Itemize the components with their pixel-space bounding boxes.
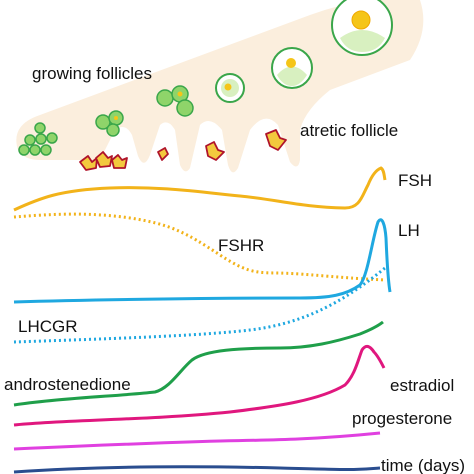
oocyte: [351, 10, 371, 30]
atretic-follicle: [111, 154, 128, 169]
primordial-follicle-cluster: [18, 122, 58, 156]
androstenedione-label: androstenedione: [4, 375, 131, 394]
oocyte: [286, 58, 296, 68]
small-follicle: [46, 132, 58, 144]
fshr-curve: [13, 212, 386, 282]
lhcgr-curve: [13, 266, 386, 344]
progesterone-label: progesterone: [352, 409, 453, 428]
fsh-label: FSH: [398, 171, 432, 190]
atretic-follicle: [95, 151, 113, 168]
lh-curve: [13, 218, 392, 304]
progesterone-curve: [13, 431, 381, 451]
time-axis-label: time (days): [381, 456, 466, 474]
estradiol-label: estradiol: [390, 376, 455, 395]
preovulatory-follicle: [331, 0, 393, 56]
lhcgr-label: LHCGR: [18, 317, 78, 336]
estradiol-curve: [13, 344, 386, 427]
small-follicle: [40, 144, 52, 156]
atretic-follicle: [265, 129, 287, 151]
growing-follicles-label: growing follicles: [32, 64, 152, 83]
oocyte: [224, 83, 232, 91]
atretic-follicle-label: atretic follicle: [300, 121, 399, 140]
androstenedione-curve: [13, 320, 384, 407]
growing-follicle: [176, 99, 194, 117]
growing-follicle-group-1: [95, 110, 124, 137]
small-follicle: [24, 134, 36, 146]
fshr-label: FSHR: [218, 236, 265, 255]
oocyte: [114, 116, 118, 120]
small-follicle: [29, 144, 41, 156]
growing-follicle: [156, 89, 174, 107]
small-follicle: [18, 144, 30, 156]
antrum: [340, 30, 385, 52]
antral-follicle-small: [215, 73, 245, 103]
lh-label: LH: [398, 221, 420, 240]
small-follicle: [34, 122, 46, 134]
growing-follicle: [106, 123, 120, 137]
antral-follicle-medium: [271, 47, 313, 89]
oocyte: [177, 91, 183, 97]
fsh-curve: [13, 166, 387, 212]
atretic-follicle: [157, 147, 169, 161]
atretic-follicle: [205, 141, 225, 161]
time-axis-line: [13, 465, 381, 474]
atretic-follicles: [79, 129, 287, 171]
small-follicle: [35, 133, 47, 145]
antrum: [277, 66, 307, 86]
growing-follicle-group-2: [156, 85, 194, 117]
